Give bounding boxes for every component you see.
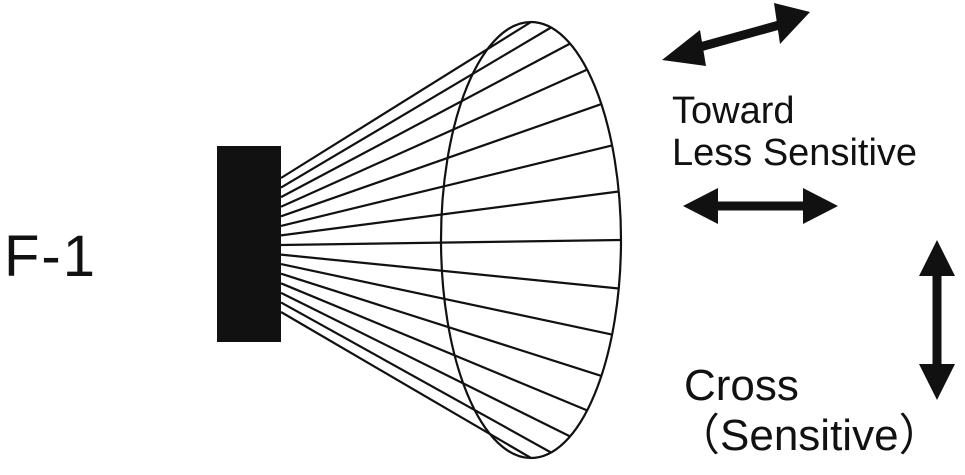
- cone-rib-line: [280, 68, 588, 208]
- cone-rib-line: [280, 238, 622, 247]
- cone-rib-line: [280, 21, 532, 179]
- cross-label-line1: Cross: [684, 361, 799, 410]
- figure-label: F-1: [4, 224, 97, 289]
- cone-rib-line: [280, 301, 552, 454]
- sensor-body: [217, 146, 281, 342]
- diagonal-double-arrow-icon: [662, 3, 810, 66]
- toward-label-line2: Less Sensitive: [672, 132, 918, 174]
- cone-rib-line: [280, 26, 552, 189]
- cone-rib-line: [280, 263, 613, 336]
- cone-rib-line: [280, 272, 602, 377]
- toward-label-line1: Toward: [672, 90, 795, 132]
- horizontal-double-arrow-icon: [683, 188, 838, 224]
- cone-rib-line: [280, 144, 613, 227]
- detection-cone-rim: [439, 20, 623, 460]
- cross-label-line2: （Sensitive）: [676, 411, 943, 460]
- cone-rib-line: [280, 291, 571, 438]
- vertical-double-arrow-icon: [919, 240, 955, 400]
- cone-rib-line: [280, 253, 619, 290]
- cone-rib-line: [280, 282, 588, 412]
- cone-rib-line: [280, 190, 619, 237]
- detection-cone-ribs: [280, 21, 622, 459]
- cone-rib-line: [280, 103, 602, 218]
- cone-rib-line: [280, 42, 571, 199]
- cone-rib-line: [280, 311, 532, 459]
